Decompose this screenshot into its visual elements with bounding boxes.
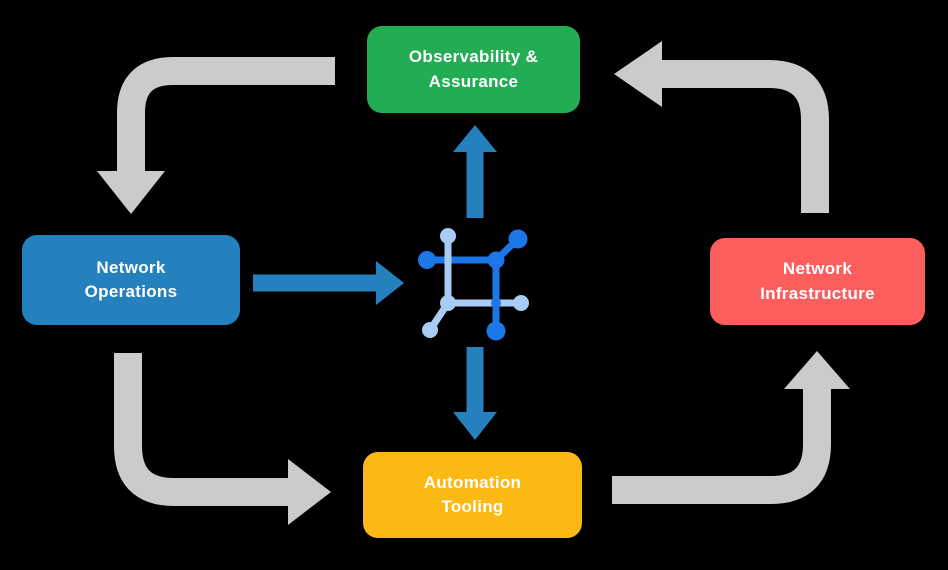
icon-light-part (422, 228, 529, 338)
icon-dark-under (418, 229, 528, 269)
icon-dark-over (486, 251, 506, 341)
arrow-infrastructure-to-observability (614, 41, 829, 213)
node-label-line: Observability & (408, 47, 539, 67)
node-network-infrastructure: Network Infrastructure (710, 238, 925, 325)
node-label-line: Infrastructure (760, 283, 875, 303)
arrow-operations-to-automation (114, 353, 331, 525)
node-network-operations: Network Operations (22, 235, 240, 325)
node-label-line: Network (96, 257, 166, 277)
node-observability-assurance: Observability & Assurance (367, 26, 580, 113)
arrow-operations-to-center (253, 261, 404, 305)
node-label-line: Automation (423, 472, 522, 492)
network-automation-icon (418, 228, 529, 341)
arrow-observability-to-operations (97, 57, 335, 214)
node-label-line: Assurance (428, 71, 519, 91)
node-label-line: Tooling (441, 497, 504, 516)
arrow-center-to-automation (453, 347, 497, 440)
arrow-automation-to-infrastructure (612, 351, 850, 504)
node-label-line: Network (782, 259, 853, 279)
node-automation-tooling: Automation Tooling (363, 452, 582, 538)
node-label-line: Operations (84, 282, 178, 301)
arrow-center-to-observability (453, 125, 497, 218)
